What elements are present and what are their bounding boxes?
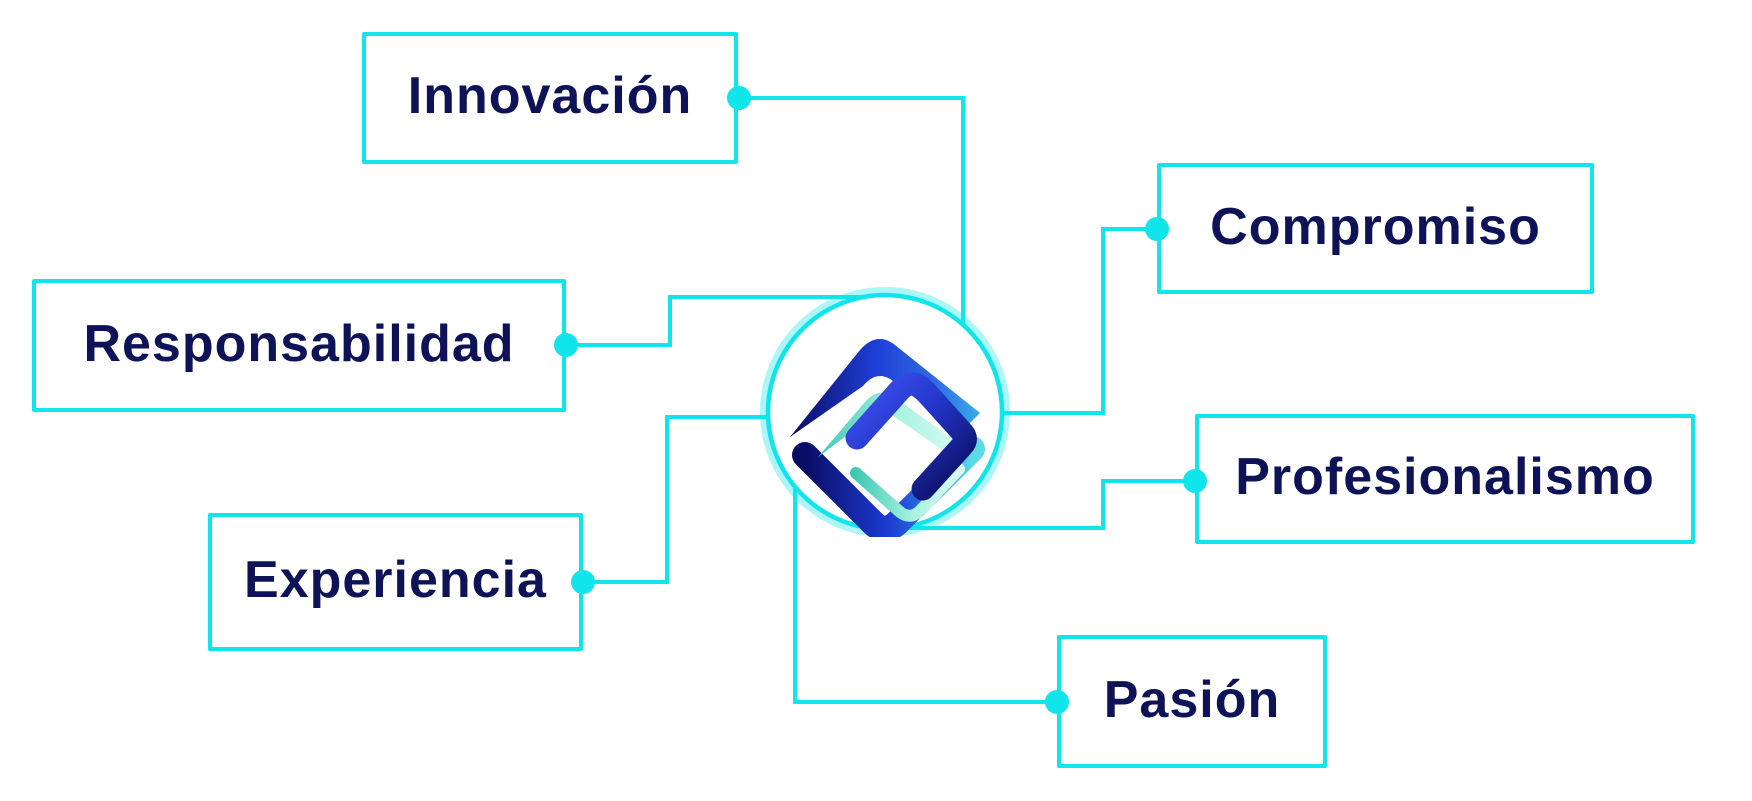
connector-dot-experiencia	[571, 570, 595, 594]
value-node-compromiso: Compromiso	[1157, 163, 1594, 294]
connector-profesionalismo	[900, 479, 1195, 530]
logo-bottom-mint-band	[850, 463, 965, 522]
value-label-compromiso: Compromiso	[1210, 197, 1541, 256]
value-node-pasion: Pasión	[1057, 635, 1327, 768]
connector-responsabilidad	[566, 295, 875, 347]
value-label-innovacion: Innovación	[407, 67, 693, 125]
value-label-responsabilidad: Responsabilidad	[83, 314, 515, 373]
value-label-pasion: Pasión	[1103, 670, 1281, 729]
logo-g-mark	[790, 339, 996, 537]
value-node-profesionalismo: Profesionalismo	[1195, 414, 1695, 544]
logo-bottom-swoosh	[792, 436, 985, 537]
value-label-experiencia: Experiencia	[244, 551, 547, 609]
value-node-responsabilidad: Responsabilidad	[32, 279, 566, 412]
connector-dot-innovacion	[727, 86, 751, 110]
value-node-innovacion: Innovación	[362, 32, 738, 164]
value-label-profesionalismo: Profesionalismo	[1235, 448, 1655, 506]
connector-dot-responsabilidad	[554, 333, 578, 357]
company-logo	[760, 287, 1010, 537]
connector-experiencia	[583, 415, 850, 584]
value-node-experiencia: Experiencia	[208, 513, 583, 651]
connector-compromiso	[930, 227, 1157, 415]
connector-innovacion	[739, 96, 965, 412]
connector-pasion	[793, 460, 1057, 704]
